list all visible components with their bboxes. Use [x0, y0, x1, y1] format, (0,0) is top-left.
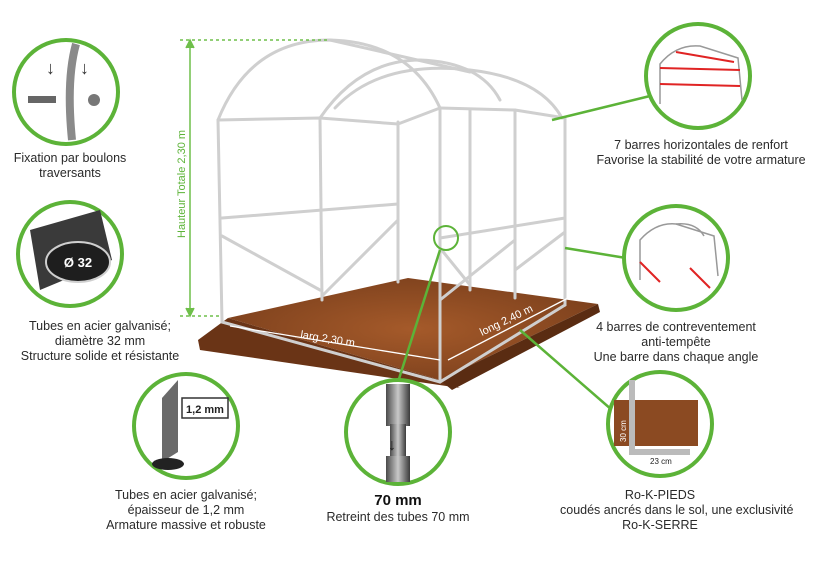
horizontal-caption: 7 barres horizontales de renfort Favoris… — [596, 138, 806, 167]
retreint-title: 70 mm — [374, 492, 422, 509]
thickness-caption: Tubes en acier galvanisé; épaisseur de 1… — [106, 488, 266, 532]
ropieds-dim-h: 23 cm — [650, 457, 672, 466]
down-arrow-icon: ↓ — [46, 58, 55, 78]
down-arrow-icon: ↓ — [80, 58, 89, 78]
height-label: Hauteur Totale 2,30 m — [176, 130, 188, 238]
thickness-badge: 1,2 mm — [186, 404, 224, 416]
thickness-circle — [132, 372, 240, 480]
bolt-detail-circle: ↓ ↓ — [12, 38, 120, 146]
retreint-caption: 70 mm Retreint des tubes 70 mm — [298, 492, 498, 525]
tube-diameter-circle — [16, 200, 124, 308]
ropieds-caption: Ro-K-PIEDS coudés ancrés dans le sol, un… — [560, 488, 794, 532]
tube32-caption: Tubes en acier galvanisé; diamètre 32 mm… — [20, 319, 180, 363]
retreint-circle: ↓ — [344, 378, 452, 486]
horizontal-bars-circle — [644, 22, 752, 130]
bolt-icon — [28, 96, 56, 103]
leader-lines — [396, 94, 651, 411]
ropieds-dim-v: 30 cm — [619, 420, 628, 442]
ropieds-circle — [606, 370, 714, 478]
width-dimension — [229, 325, 441, 361]
diameter-badge: Ø 32 — [64, 255, 92, 270]
joint-highlight — [433, 225, 459, 251]
length-dimension — [447, 295, 573, 361]
nut-icon — [88, 94, 100, 106]
bolts-caption: Fixation par boulons traversants — [13, 151, 127, 180]
bracing-caption: 4 barres de contreventement anti-tempête… — [593, 320, 759, 364]
tube-icon — [65, 42, 80, 141]
down-arrow-icon: ↓ — [388, 437, 396, 454]
height-dimension — [180, 38, 330, 318]
soil-base — [198, 278, 600, 390]
greenhouse-frame — [216, 38, 567, 384]
bracing-circle — [622, 204, 730, 312]
